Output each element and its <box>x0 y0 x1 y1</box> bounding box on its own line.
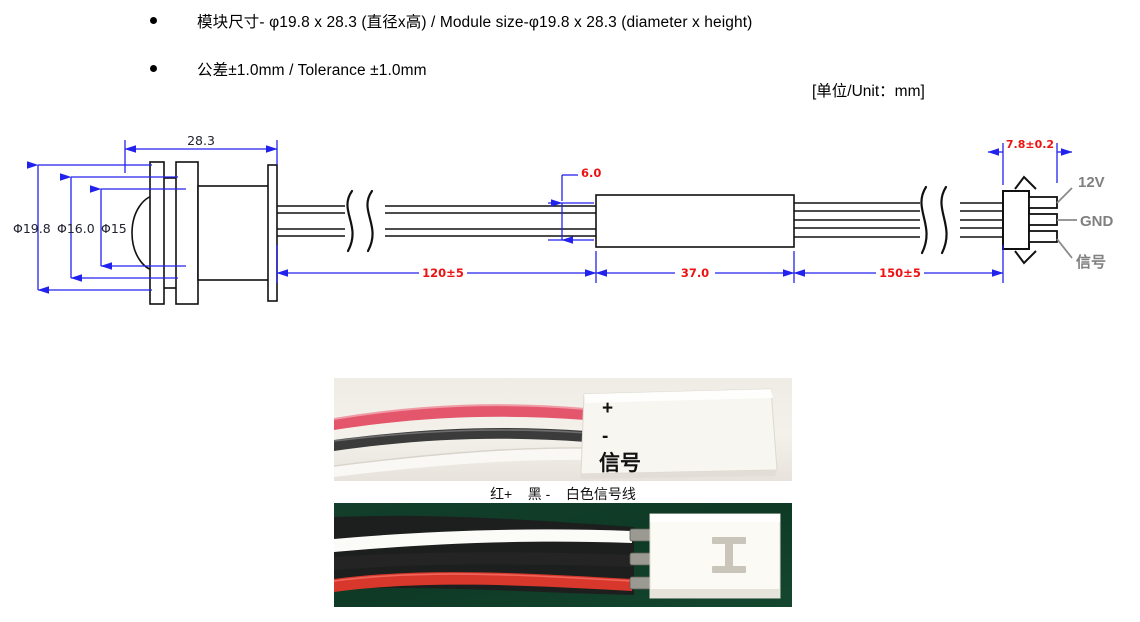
connector-latch-top <box>1014 175 1037 190</box>
wire-white <box>334 447 586 477</box>
dimension-label-7-8: 7.8±0.2 <box>1006 138 1054 151</box>
dimension-28-3 <box>124 140 278 173</box>
pin-leader-lines <box>1056 187 1077 259</box>
photo-label-plus: + <box>602 398 613 419</box>
bullet-icon <box>150 64 157 72</box>
spec-text-tolerance: 公差±1.0mm / Tolerance ±1.0mm <box>197 61 427 79</box>
rear-flange <box>267 164 278 302</box>
spec-item: 模块尺寸- φ19.8 x 28.3 (直径x高) / Module size-… <box>150 14 970 32</box>
connector-pin-2 <box>1028 213 1058 226</box>
wire-white <box>334 529 632 552</box>
photo-caption: 红+ 黑 - 白色信号线 <box>490 486 636 502</box>
pin-labels: 12V GND 信号 <box>1076 174 1114 271</box>
dimension-label-150-5: 150±5 <box>879 266 921 280</box>
spec-item: 公差±1.0mm / Tolerance ±1.0mm <box>150 62 970 80</box>
dimension-label-phi-16-0: Φ16.0 <box>57 221 95 236</box>
bullet-icon <box>150 17 157 24</box>
dimension-label-6-0: 6.0 <box>581 166 601 180</box>
specification-list: 模块尺寸- φ19.8 x 28.3 (直径x高) / Module size-… <box>150 14 970 110</box>
connector-pin-1 <box>1028 196 1058 209</box>
front-flange <box>149 161 165 305</box>
module-barrel <box>197 185 271 281</box>
connector-latch-icon <box>712 537 746 573</box>
crimp-terminals <box>629 528 653 590</box>
cable-segment-left <box>277 205 596 237</box>
spec-text-module-size: 模块尺寸- φ19.8 x 28.3 (直径x高) / Module size-… <box>197 14 753 31</box>
wire-black <box>334 428 586 451</box>
dimension-7-8 <box>987 143 1073 185</box>
photo-label-signal: 信号 <box>599 451 641 475</box>
wire-black <box>334 552 632 570</box>
dimension-label-28-3: 28.3 <box>187 133 215 148</box>
dimension-phi-15 <box>89 185 186 270</box>
dimension-label-phi-15: Φ15 <box>101 221 127 236</box>
dimension-6-0 <box>548 174 594 244</box>
pin-label-gnd: GND <box>1080 213 1114 230</box>
dimension-phi-19-8 <box>26 161 152 294</box>
photo-connector-wires <box>334 503 792 607</box>
photo-label-minus: - <box>602 426 608 447</box>
connector-pin-3 <box>1028 230 1058 243</box>
cable-segment-right <box>794 202 1003 238</box>
dimension-label-phi-19-8: Φ19.8 <box>13 221 51 236</box>
drawing-body-outlines <box>131 161 278 305</box>
second-flange <box>175 161 199 305</box>
cable-break-symbol-right <box>920 185 948 255</box>
dimension-label-120-5: 120±5 <box>422 266 464 280</box>
connector-latch-bottom <box>1014 250 1037 265</box>
technical-drawing: 12V GND 信号 28.3 Φ19.8 Φ16.0 Φ15 <box>0 125 1140 315</box>
pin-label-signal: 信号 <box>1076 253 1106 271</box>
photo-connector-labels: + - 信号 <box>334 378 792 481</box>
pin-label-12v: 12V <box>1078 174 1105 191</box>
driver-box <box>595 194 795 248</box>
dimension-label-37-0: 37.0 <box>681 266 709 280</box>
cable-break-symbol-left <box>346 189 374 253</box>
dimension-phi-16-0 <box>59 173 178 282</box>
unit-note: [单位/Unit：mm] <box>812 83 925 100</box>
connector-housing <box>649 513 781 599</box>
connector-housing <box>1002 175 1058 265</box>
